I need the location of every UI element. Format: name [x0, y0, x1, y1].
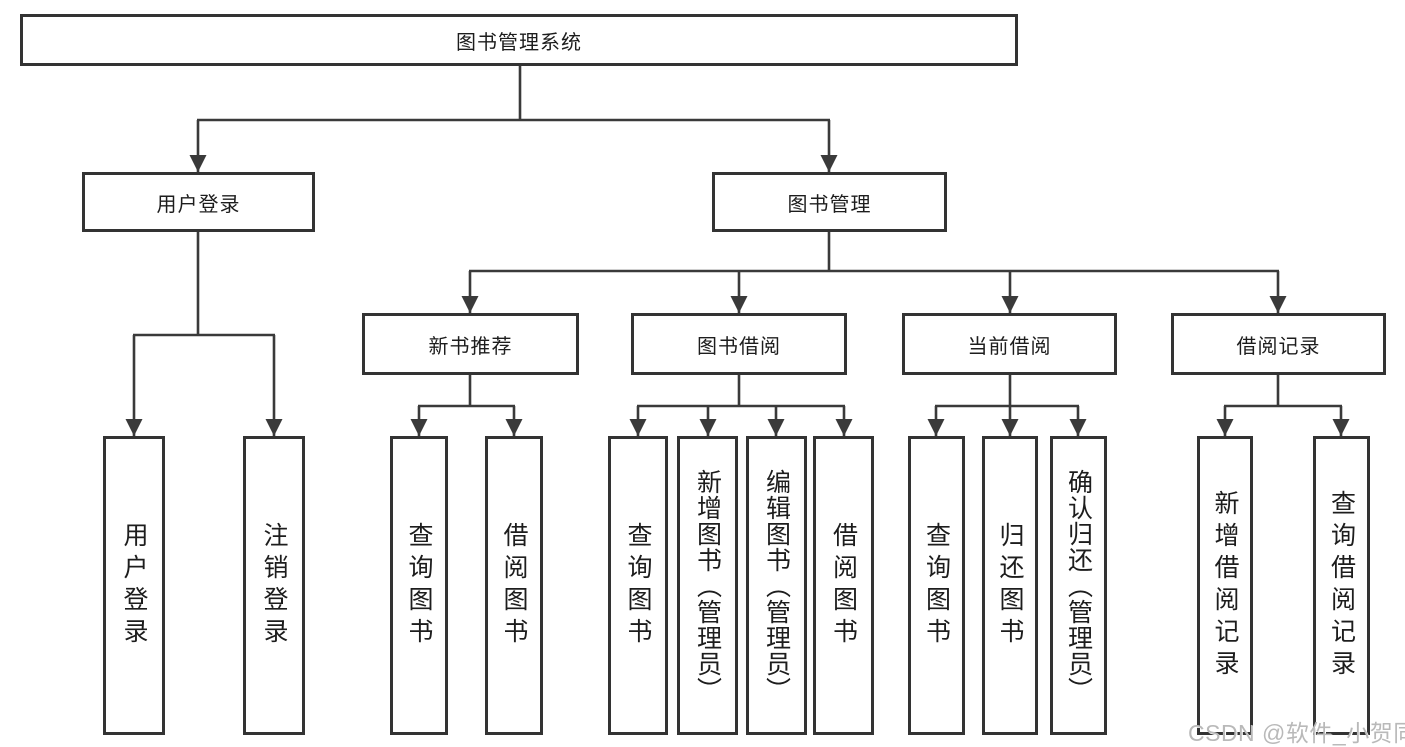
leaf-return-book: 归还图书 [982, 436, 1038, 735]
leaf-edit-book-admin: 编辑图书（管理员） [746, 436, 807, 735]
node-book-borrow: 图书借阅 [631, 313, 847, 375]
leaf-query-book-current: 查询图书 [908, 436, 965, 735]
csdn-watermark: CSDN @软件_小贺同学 [1188, 720, 1405, 746]
leaf-add-borrow-record: 新增借阅记录 [1197, 436, 1253, 735]
node-borrow-records: 借阅记录 [1171, 313, 1386, 375]
leaf-query-borrow-record: 查询借阅记录 [1313, 436, 1370, 735]
leaf-borrow-book-recommend: 借阅图书 [485, 436, 543, 735]
leaf-add-book-admin: 新增图书（管理员） [677, 436, 738, 735]
leaf-confirm-return-admin: 确认归还（管理员） [1050, 436, 1107, 735]
leaf-query-book-recommend: 查询图书 [390, 436, 448, 735]
leaf-borrow-book: 借阅图书 [813, 436, 874, 735]
leaf-logout: 注销登录 [243, 436, 305, 735]
node-root: 图书管理系统 [20, 14, 1018, 66]
leaf-user-login: 用户登录 [103, 436, 165, 735]
node-current-borrow: 当前借阅 [902, 313, 1117, 375]
node-new-book-recommend: 新书推荐 [362, 313, 579, 375]
node-user-login-module: 用户登录 [82, 172, 315, 232]
leaf-query-book-borrow: 查询图书 [608, 436, 668, 735]
node-book-management: 图书管理 [712, 172, 947, 232]
